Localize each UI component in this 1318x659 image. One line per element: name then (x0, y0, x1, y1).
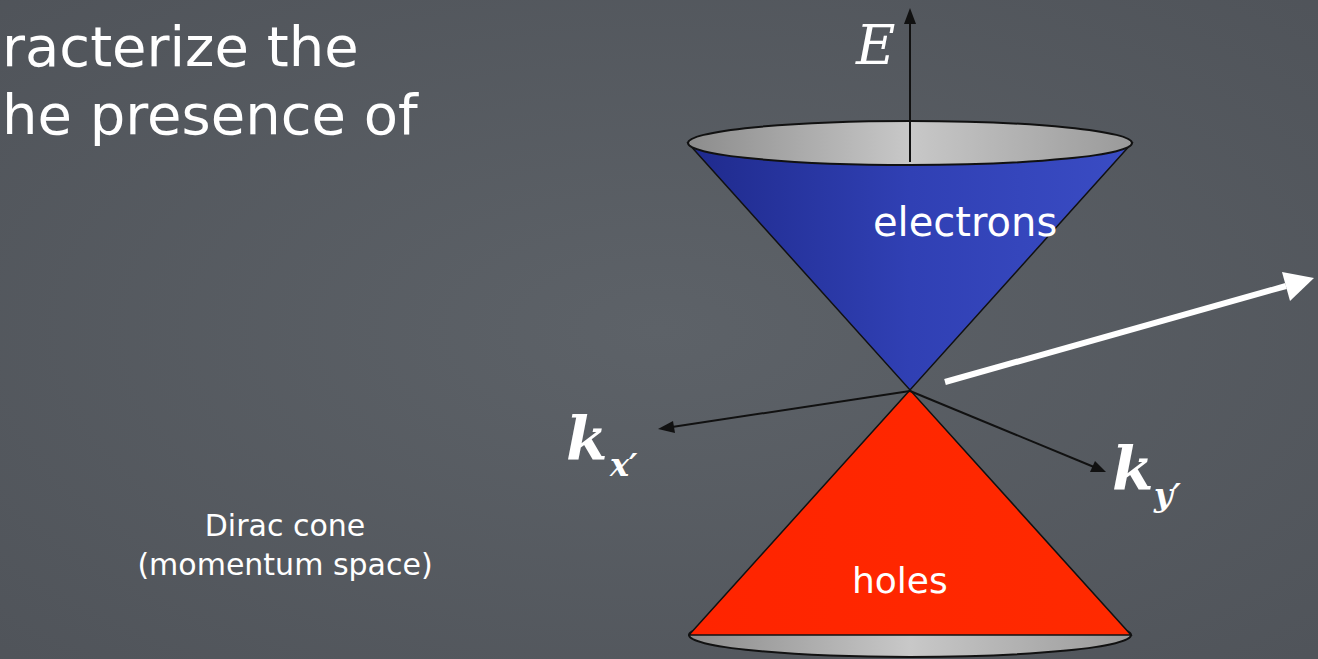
axis-label: k (1112, 434, 1154, 504)
slide-text: racterize the (2, 14, 359, 79)
energy-axis-label: E (856, 14, 895, 77)
cone-label: holes (852, 560, 948, 601)
axis-subscript: x′ (610, 446, 638, 484)
cone-shape (688, 388, 1138, 659)
axis-subscript: y′ (1154, 476, 1181, 514)
axis-label: k (566, 404, 608, 474)
slide-text: he presence of (2, 82, 418, 147)
figure-caption: Dirac cone (momentum space) (135, 506, 435, 584)
cone-label: electrons (873, 199, 1057, 245)
hole-cone: holes (688, 388, 1138, 659)
